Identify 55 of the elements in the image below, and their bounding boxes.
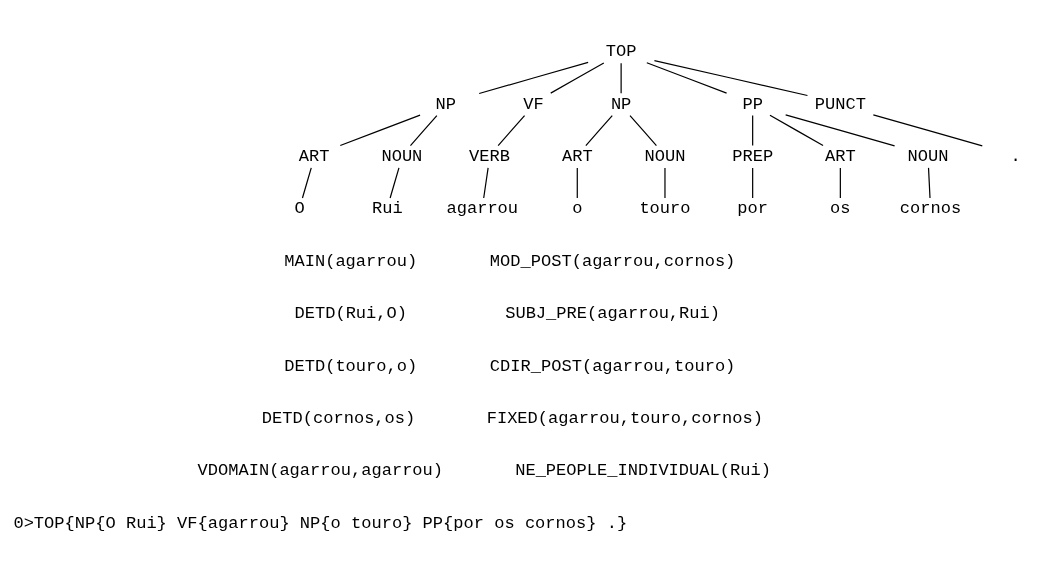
connector bbox=[646, 62, 728, 94]
label: DETD(Rui,O) bbox=[294, 304, 408, 324]
connector bbox=[927, 167, 931, 199]
node-text: TOP bbox=[605, 42, 637, 62]
label: VDOMAIN(agarrou,agarrou) bbox=[197, 461, 444, 481]
connector bbox=[301, 167, 312, 199]
connector bbox=[409, 114, 438, 147]
connector bbox=[497, 114, 526, 147]
node-text: os bbox=[830, 199, 851, 219]
label: NE_PEOPLE_INDIVIDUAL(Rui) bbox=[515, 461, 771, 481]
connector bbox=[785, 114, 896, 147]
label: CDIR_POST(agarrou,touro) bbox=[489, 356, 736, 376]
connector bbox=[389, 167, 400, 199]
node-text: ART bbox=[561, 147, 593, 167]
node-text: ART bbox=[825, 147, 856, 167]
node-text: PREP bbox=[732, 147, 774, 167]
node-text: . bbox=[1010, 147, 1021, 167]
label: FIXED(agarrou,touro,cornos) bbox=[486, 408, 763, 428]
connector bbox=[653, 60, 809, 97]
connector bbox=[872, 114, 983, 147]
connector bbox=[839, 167, 841, 199]
node-text: PUNCT bbox=[814, 94, 866, 114]
node-text: Rui bbox=[371, 199, 403, 219]
node-text: PP bbox=[742, 94, 763, 114]
node-text: VERB bbox=[469, 147, 511, 167]
node-text: O bbox=[294, 199, 305, 219]
connector bbox=[550, 62, 605, 94]
connector bbox=[629, 114, 657, 147]
label: MOD_POST(agarrou,cornos) bbox=[489, 251, 736, 271]
label: DETD(cornos,os) bbox=[261, 408, 416, 428]
node-text: NP bbox=[435, 94, 456, 114]
connector bbox=[576, 167, 578, 199]
node-text: o bbox=[572, 199, 583, 219]
connector bbox=[752, 114, 754, 147]
connector bbox=[620, 62, 622, 94]
connector bbox=[478, 61, 589, 95]
node-text: cornos bbox=[899, 199, 962, 219]
label: MAIN(agarrou) bbox=[284, 251, 418, 271]
node-text: ART bbox=[298, 147, 330, 167]
node-text: NOUN bbox=[907, 147, 949, 167]
node-text: NP bbox=[610, 94, 632, 114]
connector bbox=[752, 167, 754, 199]
label: DETD(touro,o) bbox=[284, 356, 418, 376]
node-text: NOUN bbox=[644, 147, 686, 167]
node-text: por bbox=[737, 199, 769, 219]
connector bbox=[585, 114, 613, 147]
node-text: NOUN bbox=[381, 147, 423, 167]
connector bbox=[339, 114, 421, 147]
node-text: agarrou bbox=[446, 199, 519, 219]
label: SUBJ_PRE(agarrou,Rui) bbox=[505, 304, 721, 324]
node-text: VF bbox=[523, 94, 544, 114]
connector bbox=[769, 114, 824, 147]
connector bbox=[483, 167, 489, 199]
node-text: touro bbox=[639, 199, 691, 219]
label: 0>TOP{NP{O Rui} VF{agarrou} NP{o touro} PP{por os cornos} .} bbox=[13, 513, 628, 533]
